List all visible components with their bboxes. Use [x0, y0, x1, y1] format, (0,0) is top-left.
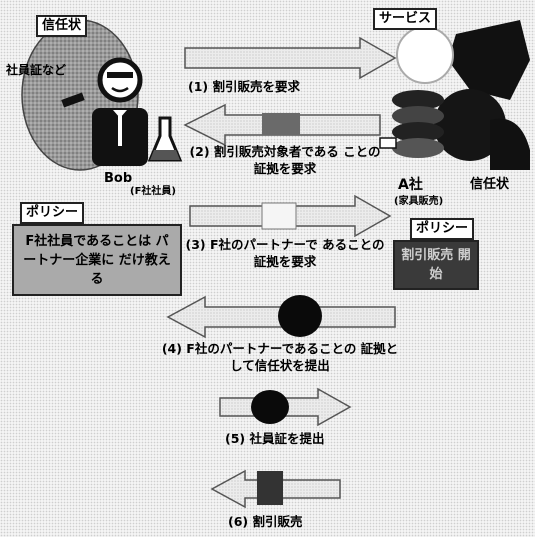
policy-left-box: F社社員であることは パートナー企業に だけ教える: [12, 224, 182, 296]
arrow-4-token: [278, 295, 322, 337]
step-3-label: (3) F社のパートナーで あることの証拠を要求: [185, 237, 385, 269]
service-company-sub: (家具販売): [394, 196, 444, 207]
arrow-3-token: [261, 202, 297, 230]
service-products-icon: [379, 20, 530, 170]
service-tag: サービス: [373, 8, 438, 30]
bob-name: Bob: [104, 171, 133, 186]
step-2-label: (2) 割引販売対象者である ことの証拠を要求: [189, 144, 381, 176]
bob-id-card-label: 社員証など: [6, 63, 67, 77]
flask-icon: [147, 116, 183, 162]
bob-role: (F社社員): [130, 186, 176, 197]
policy-left-tag: ポリシー: [20, 202, 85, 224]
arrow-step-1: [184, 36, 397, 80]
step-6-label: (6) 割引販売: [228, 514, 303, 529]
step-1-label: (1) 割引販売を要求: [188, 79, 300, 94]
arrow-2-token: [262, 113, 300, 135]
service-credential: 信任状: [470, 177, 510, 192]
bob-credential-tag: 信任状: [36, 15, 88, 37]
step-4-label: (4) F社のパートナーであることの 証拠として信任状を提出: [161, 341, 399, 373]
arrow-5-token: [251, 390, 289, 424]
policy-right-box: 割引販売 開始: [393, 240, 479, 290]
service-company: A社: [398, 177, 423, 193]
step-5-label: (5) 社員証を提出: [225, 431, 325, 446]
bob-person-icon: [61, 57, 148, 166]
policy-right-tag: ポリシー: [410, 218, 475, 240]
arrow-6-token: [257, 471, 283, 505]
